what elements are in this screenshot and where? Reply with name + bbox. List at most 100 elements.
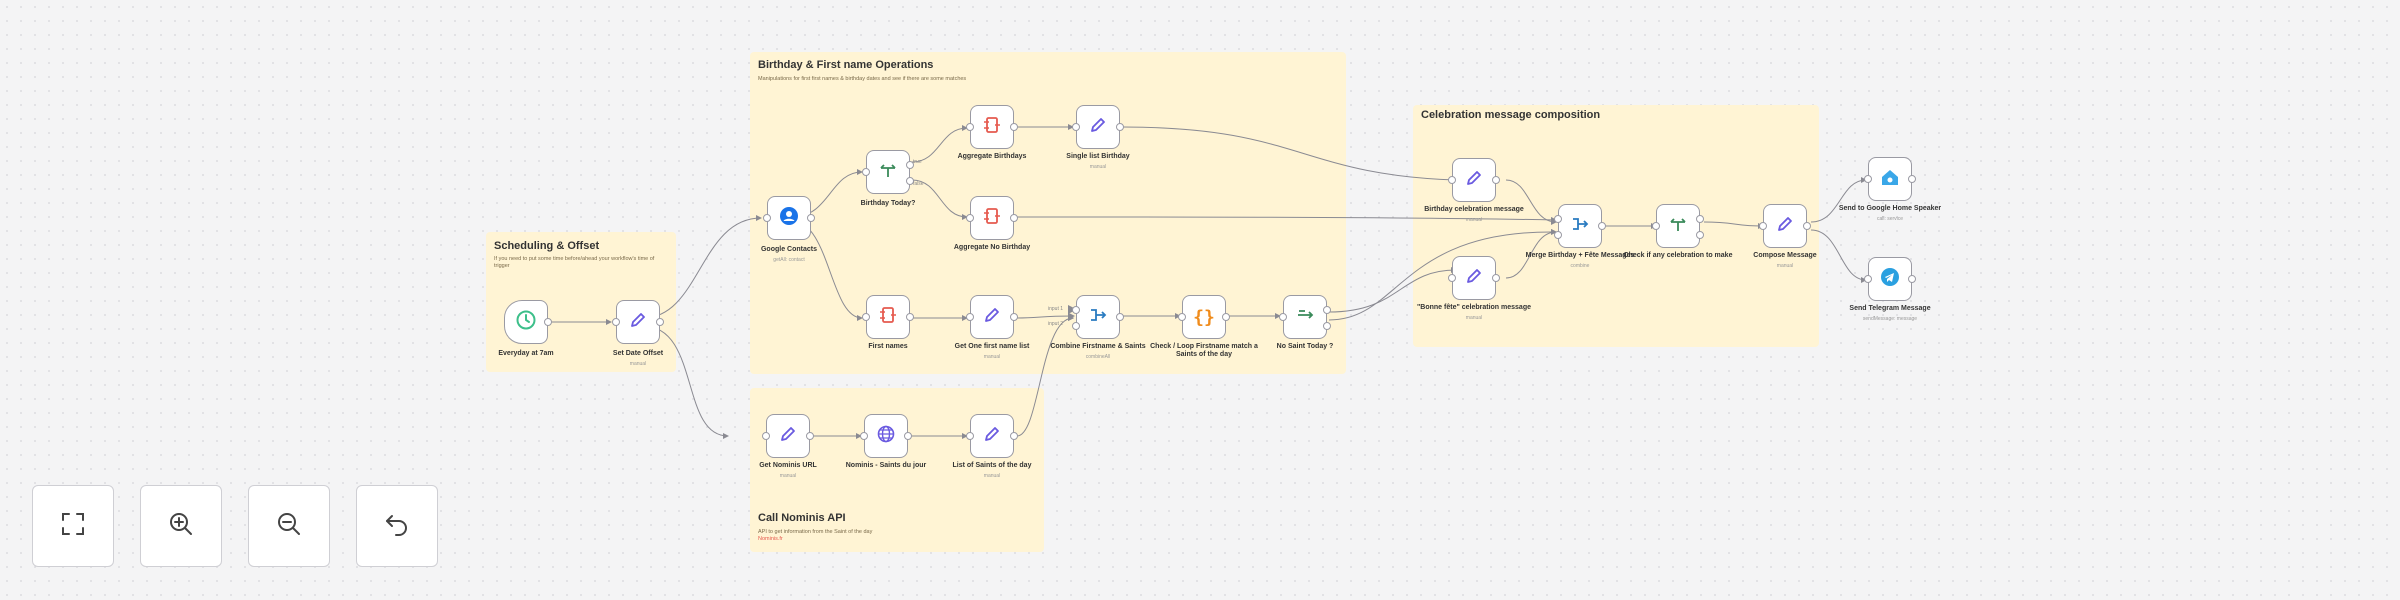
telegram-message-node[interactable]	[1864, 257, 1916, 301]
aggregate-no-birthday-node[interactable]	[966, 196, 1018, 240]
input-port[interactable]	[1864, 275, 1872, 283]
zoom-in-icon	[167, 510, 195, 543]
input-port[interactable]	[1178, 313, 1186, 321]
first-names-node[interactable]	[862, 295, 914, 339]
sticky-birthday[interactable]: Birthday & First name Operations Manipul…	[750, 52, 1346, 374]
output-port[interactable]	[656, 318, 664, 326]
output-port[interactable]	[1010, 214, 1018, 222]
everyday-trigger-node[interactable]	[504, 300, 552, 344]
merge-icon	[1088, 305, 1108, 330]
node-label: Get One first name list manual	[954, 343, 1030, 360]
input-port[interactable]	[1652, 222, 1660, 230]
node-label: Single list Birthday manual	[1066, 153, 1130, 170]
false-output-port[interactable]	[906, 177, 914, 186]
check-loop-code-node[interactable]: {}	[1178, 295, 1230, 339]
input-port[interactable]	[612, 318, 620, 326]
get-nominis-url-node[interactable]	[762, 414, 814, 458]
combine-firstname-saints-node[interactable]	[1072, 295, 1124, 339]
input-port[interactable]	[1448, 176, 1456, 184]
sticky-title: Celebration message composition	[1421, 109, 1601, 121]
output-port[interactable]	[1010, 432, 1018, 440]
pencil-icon	[1464, 168, 1484, 193]
true-output-port[interactable]	[1696, 214, 1704, 223]
google-home-speaker-node[interactable]	[1864, 157, 1916, 201]
sticky-title: Scheduling & Offset	[494, 240, 600, 252]
input-port[interactable]	[1448, 274, 1456, 282]
false-output-port[interactable]	[1696, 231, 1704, 240]
check-any-celebration-if-node[interactable]	[1652, 204, 1704, 248]
sticky-title: Call Nominis API	[758, 512, 846, 524]
undo-button[interactable]	[356, 485, 438, 567]
merge-icon	[1570, 214, 1590, 239]
input-port[interactable]	[862, 313, 870, 321]
nominis-http-request-node[interactable]	[860, 414, 912, 458]
output-port[interactable]	[1803, 222, 1811, 230]
merge-messages-node[interactable]	[1554, 204, 1606, 248]
aggregate-birthdays-node[interactable]	[966, 105, 1018, 149]
input-port[interactable]	[1279, 313, 1287, 321]
birthday-celebration-message-node[interactable]	[1448, 158, 1500, 202]
output-port[interactable]	[906, 313, 914, 321]
code-braces-icon: {}	[1193, 306, 1215, 328]
true-output-port[interactable]	[1323, 305, 1331, 314]
single-list-birthday-node[interactable]	[1072, 105, 1124, 149]
node-label: Combine Firstname & Saints combineAll	[1050, 343, 1146, 360]
true-output-port[interactable]	[906, 160, 914, 169]
input-port-2[interactable]	[1072, 322, 1080, 331]
input-port[interactable]	[860, 432, 868, 440]
compose-message-node[interactable]	[1759, 204, 1811, 248]
if-branch-icon	[878, 160, 898, 185]
input-port[interactable]	[1864, 175, 1872, 183]
output-port[interactable]	[807, 214, 815, 222]
output-port[interactable]	[1492, 274, 1500, 282]
node-label: Aggregate Birthdays	[957, 153, 1027, 160]
saint-celebration-message-node[interactable]	[1448, 256, 1500, 300]
input-port[interactable]	[762, 432, 770, 440]
input-port[interactable]	[862, 168, 870, 176]
output-port[interactable]	[1908, 175, 1916, 183]
input-port[interactable]	[966, 214, 974, 222]
fit-view-button[interactable]	[32, 485, 114, 567]
set-date-offset-node[interactable]	[612, 300, 664, 344]
output-port[interactable]	[1908, 275, 1916, 283]
input-port[interactable]	[1759, 222, 1767, 230]
output-port[interactable]	[904, 432, 912, 440]
get-one-first-name-node[interactable]	[966, 295, 1018, 339]
node-label: Google Contacts getAll: contact	[760, 246, 817, 263]
input-port[interactable]	[1072, 123, 1080, 131]
edge-label-input2: input 2	[1048, 321, 1064, 327]
input-port[interactable]	[966, 123, 974, 131]
input-port-1[interactable]	[1072, 305, 1080, 314]
output-port[interactable]	[1598, 222, 1606, 230]
no-saint-today-if-node[interactable]	[1279, 295, 1331, 339]
sticky-link[interactable]: Nominis.fr	[758, 536, 783, 542]
input-port[interactable]	[763, 214, 771, 222]
pencil-icon	[628, 310, 648, 335]
output-port[interactable]	[1116, 313, 1124, 321]
output-port[interactable]	[544, 318, 552, 326]
output-port[interactable]	[1010, 123, 1018, 131]
pencil-icon	[1088, 115, 1108, 140]
if-branch-icon	[1295, 305, 1315, 330]
output-port[interactable]	[1010, 313, 1018, 321]
input-port[interactable]	[966, 432, 974, 440]
google-contacts-node[interactable]	[763, 196, 815, 240]
pencil-icon	[982, 424, 1002, 449]
false-output-port[interactable]	[1323, 322, 1331, 331]
input-port[interactable]	[966, 313, 974, 321]
list-of-saints-node[interactable]	[966, 414, 1018, 458]
if-branch-icon	[1668, 214, 1688, 239]
home-icon	[1879, 166, 1901, 193]
node-label: Birthday Today?	[860, 200, 916, 207]
output-port[interactable]	[1116, 123, 1124, 131]
zoom-out-button[interactable]	[248, 485, 330, 567]
output-port[interactable]	[806, 432, 814, 440]
input-port-1[interactable]	[1554, 214, 1562, 223]
output-port[interactable]	[1492, 176, 1500, 184]
birthday-today-if-node[interactable]	[862, 150, 914, 194]
zoom-in-button[interactable]	[140, 485, 222, 567]
output-port[interactable]	[1222, 313, 1230, 321]
node-label: First names	[868, 343, 908, 350]
input-port-2[interactable]	[1554, 231, 1562, 240]
edge-label-false: false	[913, 181, 924, 187]
